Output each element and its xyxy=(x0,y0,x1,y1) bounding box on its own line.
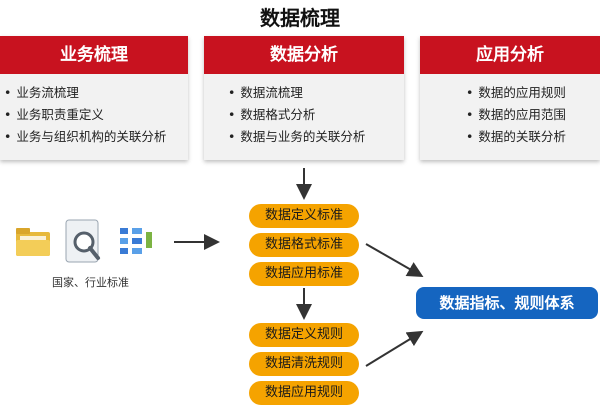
panel-business: 业务梳理 业务流梳理 业务职责重定义 业务与组织机构的关联分析 xyxy=(0,36,188,160)
standard-pill: 数据定义标准 xyxy=(249,204,359,228)
panel-heading: 应用分析 xyxy=(420,36,600,74)
list-item: 数据的应用范围 xyxy=(466,104,600,126)
list-item: 业务流梳理 xyxy=(4,82,188,104)
panel-heading: 业务梳理 xyxy=(0,36,188,74)
panel-application-analysis: 应用分析 数据的应用规则 数据的应用范围 数据的关联分析 xyxy=(420,36,600,160)
arrow-rules-to-result xyxy=(365,330,424,367)
list-item: 数据的应用规则 xyxy=(466,82,600,104)
list-item: 数据与业务的关联分析 xyxy=(228,126,404,148)
list-item: 业务职责重定义 xyxy=(4,104,188,126)
standards-icon-group xyxy=(14,214,164,274)
result-box: 数据指标、规则体系 xyxy=(416,287,598,319)
folder-icon xyxy=(16,228,50,256)
standard-pill: 数据应用标准 xyxy=(249,262,359,286)
list-item: 数据流梳理 xyxy=(228,82,404,104)
panel-data-analysis: 数据分析 数据流梳理 数据格式分析 数据与业务的关联分析 xyxy=(204,36,404,160)
rule-pill: 数据定义规则 xyxy=(249,323,359,347)
standard-pill: 数据格式标准 xyxy=(249,233,359,257)
list-item: 数据格式分析 xyxy=(228,104,404,126)
data-grid-icon xyxy=(120,228,152,254)
magnifier-document-icon xyxy=(65,219,100,263)
list-item: 业务与组织机构的关联分析 xyxy=(4,126,188,148)
list-item: 数据的关联分析 xyxy=(466,126,600,148)
standards-label: 国家、行业标准 xyxy=(52,276,129,289)
page-title: 数据梳理 xyxy=(260,6,340,30)
panel-heading: 数据分析 xyxy=(204,36,404,74)
rule-pill: 数据清洗规则 xyxy=(249,352,359,376)
arrow-standards-to-result xyxy=(365,243,424,277)
